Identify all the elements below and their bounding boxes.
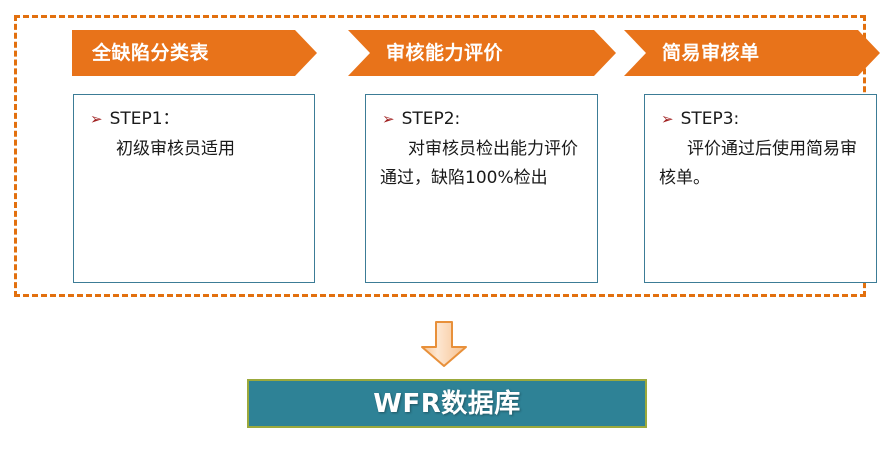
step-body-1: 初级审核员适用 bbox=[116, 139, 235, 159]
step-card-2: ➢ STEP2: 对审核员检出能力评价通过，缺陷100%检出 bbox=[365, 94, 598, 283]
step-body-3: 评价通过后使用简易审核单。 bbox=[659, 139, 857, 188]
step-banner-1[interactable]: 全缺陷分类表 bbox=[72, 30, 317, 76]
step-heading-1: ➢ STEP1： bbox=[90, 109, 302, 129]
step-banner-label-1: 全缺陷分类表 bbox=[92, 41, 210, 64]
step-card-1: ➢ STEP1： 初级审核员适用 bbox=[73, 94, 315, 283]
step-body-2: 对审核员检出能力评价通过，缺陷100%检出 bbox=[380, 139, 578, 188]
down-arrow-icon bbox=[415, 320, 473, 368]
step-banner-label-2: 审核能力评价 bbox=[386, 41, 504, 64]
step-heading-2: ➢ STEP2: bbox=[382, 109, 585, 129]
step-heading-3: ➢ STEP3: bbox=[661, 109, 864, 129]
arrow-bullet-icon: ➢ bbox=[382, 110, 395, 128]
step-title-2: STEP2: bbox=[401, 109, 461, 129]
database-box[interactable]: WFR数据库 bbox=[247, 379, 647, 428]
step-card-3: ➢ STEP3: 评价通过后使用简易审核单。 bbox=[644, 94, 877, 283]
arrow-bullet-icon: ➢ bbox=[90, 110, 103, 128]
step-title-1: STEP1： bbox=[109, 109, 180, 129]
step-banner-2[interactable]: 审核能力评价 bbox=[348, 30, 616, 76]
database-label: WFR数据库 bbox=[373, 388, 521, 419]
step-title-3: STEP3: bbox=[680, 109, 740, 129]
step-banner-3[interactable]: 简易审核单 bbox=[624, 30, 880, 76]
step-banner-label-3: 简易审核单 bbox=[662, 41, 760, 64]
arrow-bullet-icon: ➢ bbox=[661, 110, 674, 128]
